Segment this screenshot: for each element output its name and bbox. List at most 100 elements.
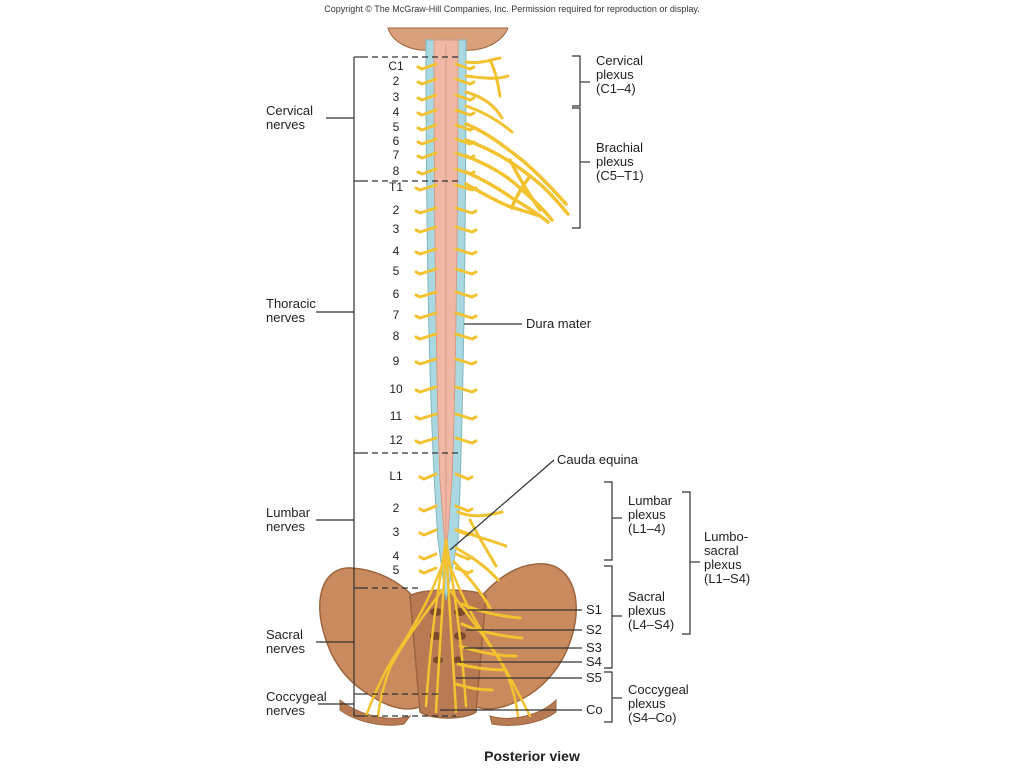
label-line: nerves bbox=[266, 519, 306, 534]
nerve-root-lumbar-1-right bbox=[454, 472, 474, 481]
nerve-root-thoracic-3-right bbox=[454, 225, 478, 234]
vertebral-number-cervical-4: 4 bbox=[392, 105, 400, 119]
nerve-root-lumbar-4-left bbox=[418, 552, 438, 561]
vertebral-number-cervical-8: 8 bbox=[392, 164, 400, 178]
nerve-root-thoracic-7-right bbox=[454, 311, 478, 320]
nerve-root-cervical-6-left bbox=[416, 137, 438, 146]
label-line: (C1–4) bbox=[596, 81, 636, 96]
label-s1: S1 bbox=[586, 602, 602, 617]
label-line: Thoracic bbox=[266, 296, 316, 311]
vertebral-number-thoracic-4: 4 bbox=[392, 244, 400, 258]
vertebral-number-thoracic-7: 7 bbox=[392, 308, 400, 322]
vertebral-number-thoracic-5: 5 bbox=[392, 264, 400, 278]
label-line: (L4–S4) bbox=[628, 617, 675, 632]
nerve-root-thoracic-6-left bbox=[414, 290, 438, 299]
nerve-root-thoracic-12-left bbox=[414, 436, 438, 445]
nerve-root-cervical-4-left bbox=[416, 108, 438, 117]
label-line: plexus bbox=[628, 603, 666, 618]
label-coccygeal-plexus: Coccygeal plexus (S4–Co) bbox=[628, 683, 689, 725]
vertebral-number-lumbar-3: 3 bbox=[392, 525, 400, 539]
label-line: plexus bbox=[596, 154, 634, 169]
pelvis bbox=[319, 563, 577, 726]
label-line: Brachial bbox=[596, 140, 643, 155]
vertebral-number-lumbar-2: 2 bbox=[392, 501, 400, 515]
nerve-root-cervical-5-left bbox=[416, 123, 438, 132]
label-cervical-nerves: Cervical nerves bbox=[266, 104, 313, 132]
group-brackets bbox=[316, 56, 362, 717]
lumbar-plexus-nerves bbox=[452, 510, 508, 610]
label-coccygeal-nerves: Coccygeal nerves bbox=[266, 690, 327, 718]
label-line: (L1–S4) bbox=[704, 571, 751, 586]
vertebral-number-lumbar-1: L1 bbox=[389, 469, 403, 483]
nerve-root-thoracic-9-left bbox=[414, 357, 438, 366]
label-line: plexus bbox=[704, 557, 742, 572]
label-s5: S5 bbox=[586, 670, 602, 685]
cauda-equina-nerves bbox=[364, 538, 532, 718]
label-lumbar-plexus: Lumbar plexus (L1–4) bbox=[628, 494, 672, 536]
vertebral-number-thoracic-10: 10 bbox=[389, 382, 403, 396]
vertebral-number-lumbar-5: 5 bbox=[392, 563, 400, 577]
label-line: Sacral bbox=[628, 589, 665, 604]
nerve-root-lumbar-5-left bbox=[418, 566, 438, 575]
label-lumbar-nerves: Lumbar nerves bbox=[266, 506, 310, 534]
figure-caption: Posterior view bbox=[484, 748, 580, 764]
brachial-plexus-nerves bbox=[464, 122, 570, 224]
label-line: plexus bbox=[628, 696, 666, 711]
segment-dividers bbox=[362, 56, 462, 717]
label-line: Lumbo- bbox=[704, 529, 749, 544]
label-line: Cervical bbox=[596, 53, 643, 68]
label-line: sacral bbox=[704, 543, 739, 558]
vertebral-number-cervical-6: 6 bbox=[392, 134, 400, 148]
label-brachial-plexus: Brachial plexus (C5–T1) bbox=[596, 141, 644, 183]
vertebral-number-thoracic-3: 3 bbox=[392, 222, 400, 236]
nerve-root-cervical-3-left bbox=[416, 93, 438, 102]
label-line: (C5–T1) bbox=[596, 168, 644, 183]
label-lumbosacral-plexus: Lumbo- sacral plexus (L1–S4) bbox=[704, 530, 750, 586]
label-line: Coccygeal bbox=[628, 682, 689, 697]
nerve-root-thoracic-11-left bbox=[414, 412, 438, 421]
nerve-root-thoracic-5-left bbox=[414, 267, 438, 276]
nerve-root-thoracic-4-left bbox=[414, 247, 438, 256]
nerve-root-thoracic-11-right bbox=[454, 412, 478, 421]
label-co: Co bbox=[586, 702, 603, 717]
vertebral-number-thoracic-1: T1 bbox=[388, 180, 403, 194]
label-s2: S2 bbox=[586, 622, 602, 637]
label-line: nerves bbox=[266, 117, 306, 132]
vertebral-number-thoracic-11: 11 bbox=[389, 409, 403, 423]
vertebral-number-thoracic-2: 2 bbox=[392, 203, 400, 217]
nerve-root-cervical-1-left bbox=[416, 62, 438, 71]
vertebral-number-cervical-1: C1 bbox=[388, 59, 404, 73]
nerve-root-thoracic-7-left bbox=[414, 311, 438, 320]
label-line: nerves bbox=[266, 703, 306, 718]
nerve-root-thoracic-4-right bbox=[454, 247, 478, 256]
vertebral-number-cervical-7: 7 bbox=[392, 148, 400, 162]
nerve-root-thoracic-5-right bbox=[454, 267, 478, 276]
label-line: plexus bbox=[596, 67, 634, 82]
nerve-root-thoracic-8-left bbox=[414, 332, 438, 341]
label-sacral-plexus: Sacral plexus (L4–S4) bbox=[628, 590, 674, 632]
vertebral-number-cervical-2: 2 bbox=[392, 74, 400, 88]
plexus-brackets bbox=[572, 55, 700, 723]
nerve-root-cervical-3-right bbox=[454, 93, 476, 102]
label-line: (S4–Co) bbox=[628, 710, 677, 725]
label-line: nerves bbox=[266, 641, 306, 656]
nerve-root-cervical-7-left bbox=[416, 151, 438, 160]
label-cervical-plexus: Cervical plexus (C1–4) bbox=[596, 54, 643, 96]
label-line: (L1–4) bbox=[628, 521, 666, 536]
label-line: Lumbar bbox=[266, 505, 311, 520]
label-thoracic-nerves: Thoracic nerves bbox=[266, 297, 316, 325]
label-line: Coccygeal bbox=[266, 689, 327, 704]
nerve-root-thoracic-10-right bbox=[454, 385, 478, 394]
nerve-root-lumbar-2-right bbox=[454, 504, 474, 513]
label-s3: S3 bbox=[586, 640, 602, 655]
nerve-root-thoracic-3-left bbox=[414, 225, 438, 234]
label-s4: S4 bbox=[586, 654, 602, 669]
label-cauda-equina: Cauda equina bbox=[557, 452, 638, 467]
vertebral-number-cervical-3: 3 bbox=[392, 90, 400, 104]
nerve-root-thoracic-2-left bbox=[414, 206, 438, 215]
vertebral-number-thoracic-6: 6 bbox=[392, 287, 400, 301]
nerve-root-thoracic-9-right bbox=[454, 357, 478, 366]
nerve-root-cervical-4-right bbox=[454, 108, 476, 117]
spinal-nerve-roots bbox=[414, 62, 478, 575]
nerve-root-cervical-8-left bbox=[416, 167, 438, 176]
